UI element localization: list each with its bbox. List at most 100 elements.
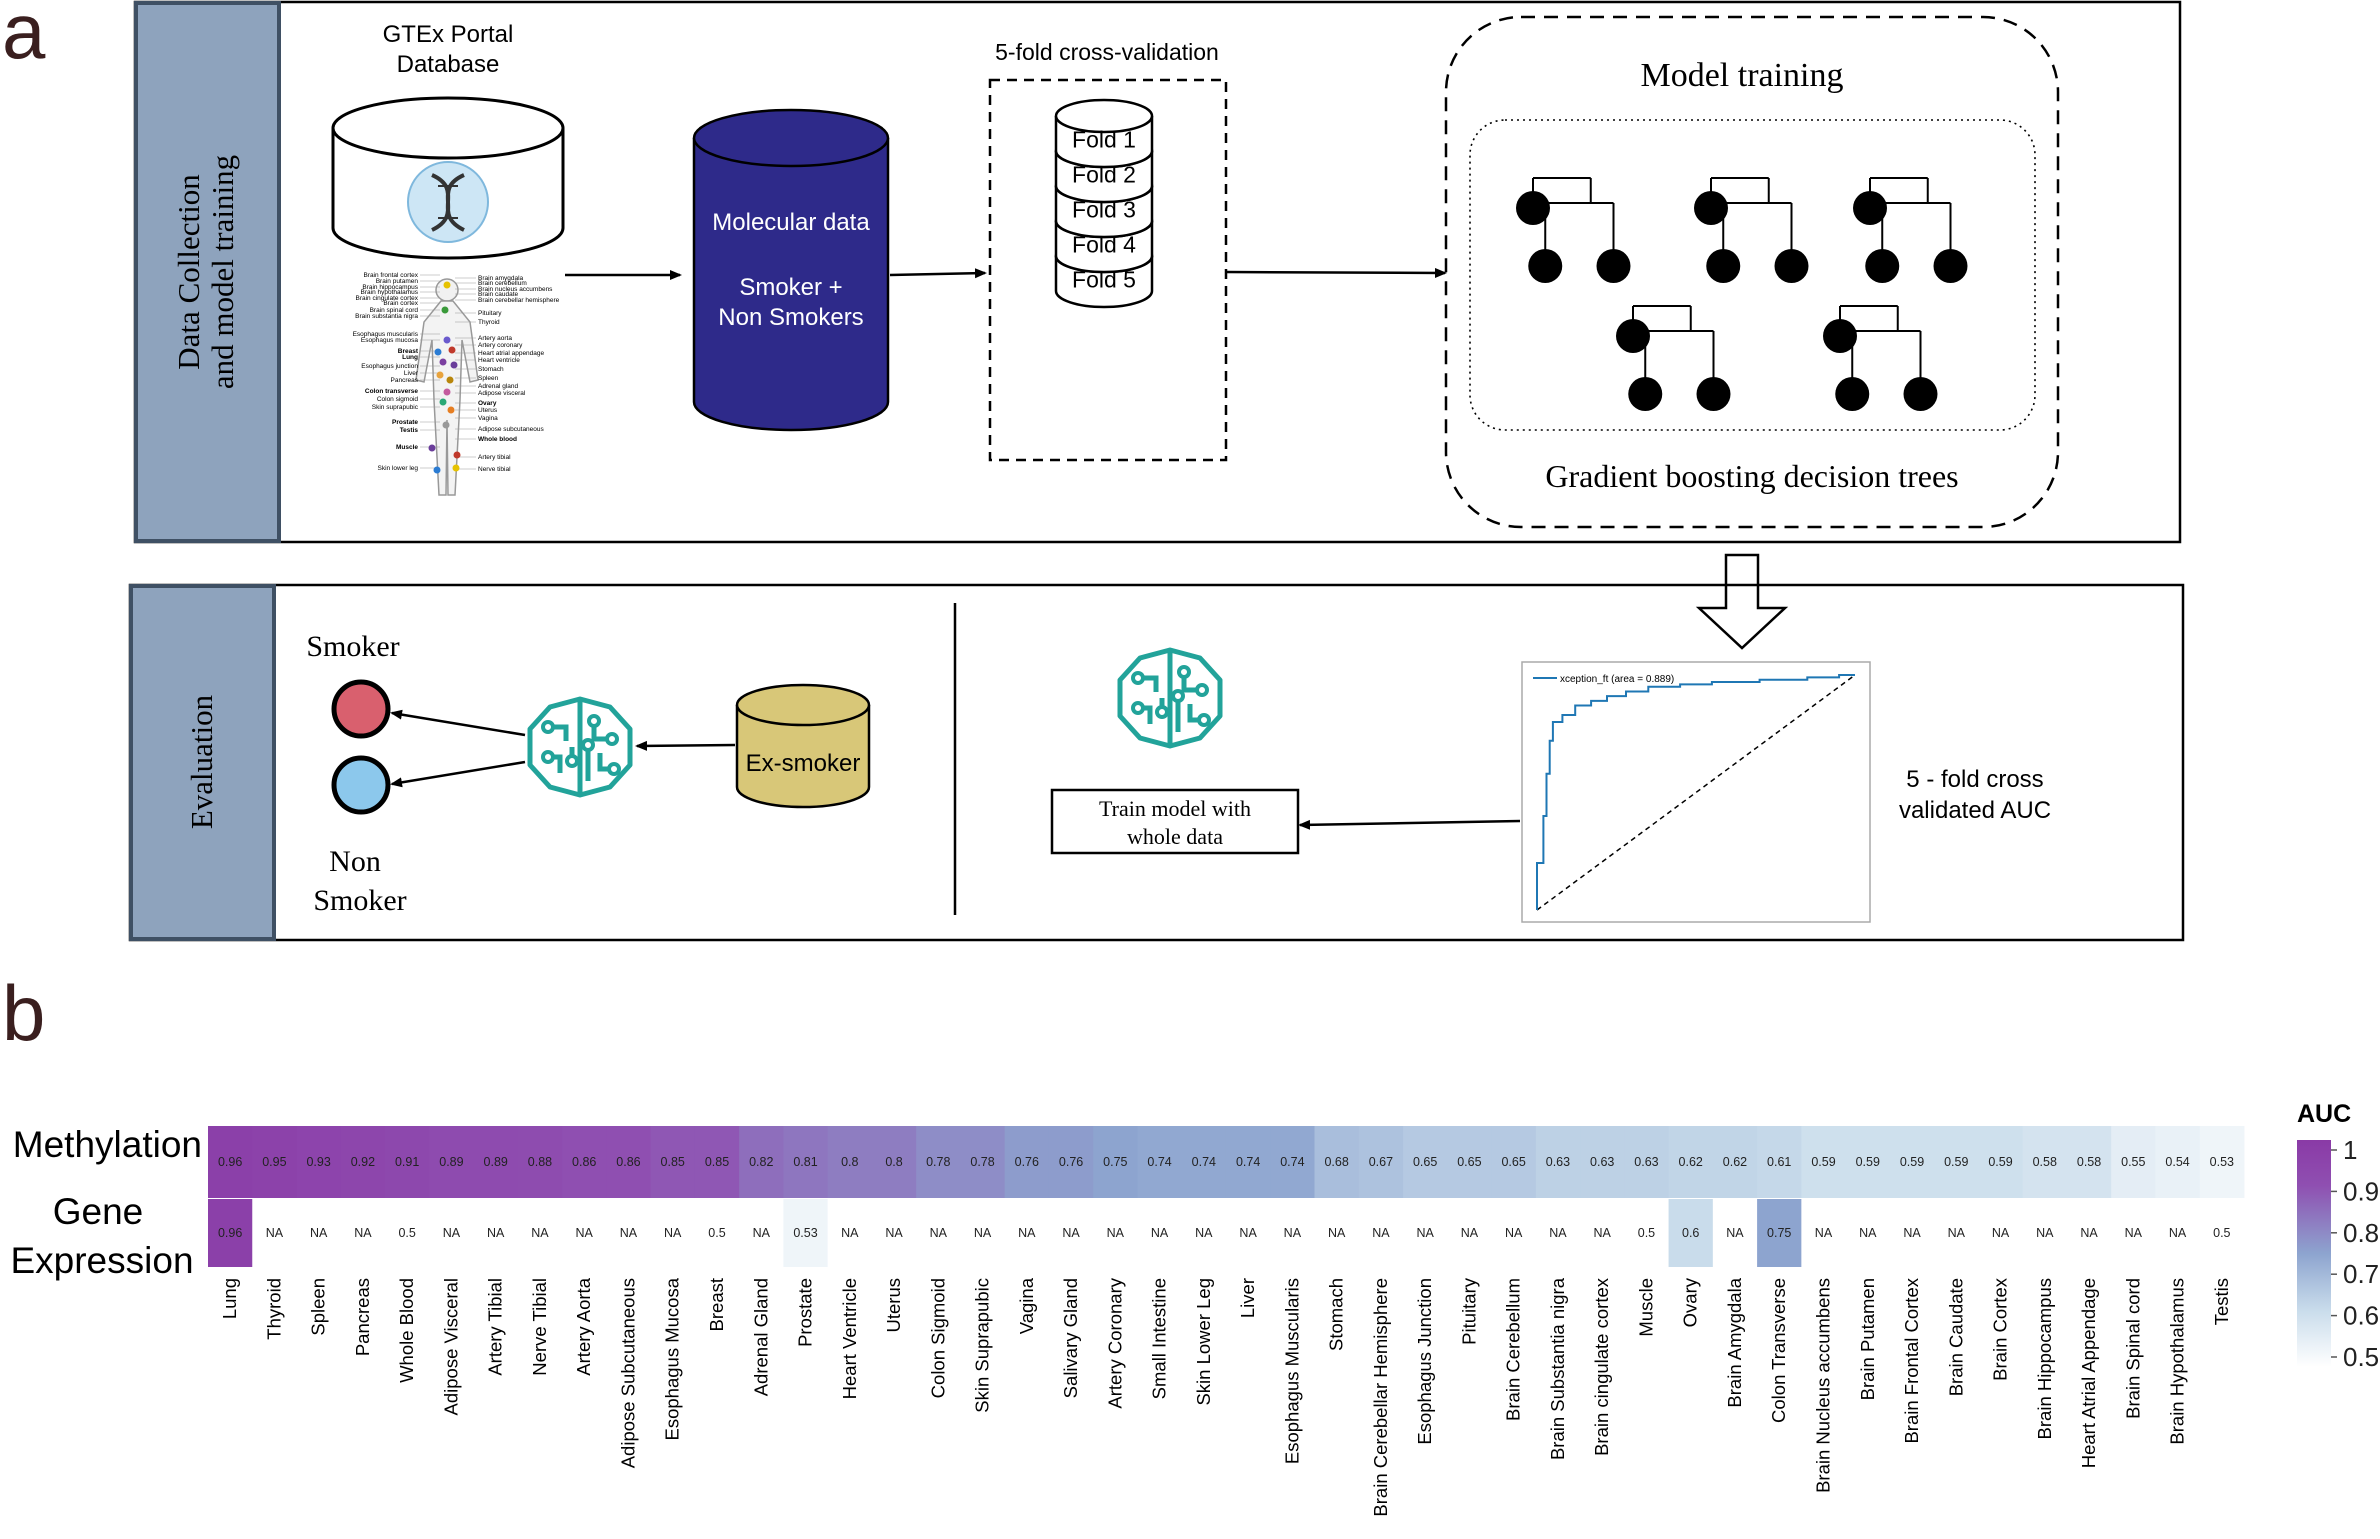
body-map-label: Prostate	[392, 419, 418, 426]
body-map-dot	[436, 371, 444, 379]
heatmap-x-label: Artery Coronary	[1104, 1277, 1125, 1408]
heatmap-cell	[827, 1126, 873, 1198]
heatmap-cell	[1889, 1126, 1935, 1198]
heatmap-cell-label: 0.5	[708, 1226, 725, 1240]
heatmap-cell	[2155, 1199, 2201, 1267]
heatmap-cell	[694, 1126, 740, 1198]
heatmap-x-label: Brain Putamen	[1857, 1278, 1878, 1400]
heatmap-cell-label: 0.63	[1546, 1155, 1570, 1169]
colorbar-title: AUC	[2297, 1100, 2351, 1128]
body-map-label: Colon transverse	[365, 388, 418, 395]
colorbar-tick-label: 0.6	[2343, 1301, 2379, 1331]
heatmap-cell	[1314, 1199, 1360, 1267]
roc-diagonal	[1536, 674, 1856, 911]
heatmap-cell-label: 0.5	[2213, 1226, 2230, 1240]
heatmap-cell-label: NA	[1903, 1226, 1921, 1240]
body-map-label: Lung	[402, 354, 418, 361]
model-training-box	[1444, 15, 2060, 529]
heatmap-x-label: Skin Suprapubic	[972, 1278, 993, 1413]
heatmap-cell	[1801, 1126, 1847, 1198]
heatmap-cell-label: NA	[753, 1226, 771, 1240]
body-map-label: Brain hippocampus	[362, 284, 418, 291]
heatmap-cell-label: NA	[1062, 1226, 1080, 1240]
body-map-label: Brain caudate	[478, 291, 518, 298]
body-map-dot	[441, 306, 449, 314]
heatmap-cell-label: NA	[1195, 1226, 1213, 1240]
heatmap-cell-label: NA	[2080, 1226, 2098, 1240]
heatmap-cell	[1978, 1199, 2024, 1267]
heatmap-x-label: Whole Blood	[396, 1278, 417, 1383]
heatmap-cell	[1225, 1126, 1271, 1198]
body-map-dot	[453, 451, 461, 459]
heatmap-cell	[694, 1199, 740, 1267]
heatmap-cell-label: NA	[2036, 1226, 2054, 1240]
heatmap-cell	[2066, 1126, 2112, 1198]
section2-label-panel	[129, 584, 276, 941]
heatmap-cell-label: 0.75	[1767, 1226, 1791, 1240]
body-map-label: Brain cortex	[383, 300, 418, 307]
row-label-methylation: Methylation	[13, 1124, 202, 1165]
heatmap-cell-label: 0.74	[1236, 1155, 1260, 1169]
heatmap-x-label: Colon Sigmoid	[927, 1278, 948, 1398]
heatmap-x-label: Breast	[706, 1278, 727, 1331]
body-map-dot	[452, 464, 460, 472]
heatmap-cell	[650, 1126, 696, 1198]
heatmap-x-label: Colon Transverse	[1768, 1278, 1789, 1423]
train-line2: whole data	[1127, 824, 1223, 849]
heatmap-cell	[1004, 1199, 1050, 1267]
molecular-line2: Smoker +	[739, 274, 842, 301]
heatmap-cell-label: 0.63	[1590, 1155, 1614, 1169]
heatmap-cell-label: 0.96	[218, 1155, 242, 1169]
heatmap-cell	[1757, 1126, 1802, 1198]
heatmap-x-label: Liver	[1237, 1278, 1258, 1318]
heatmap-cell-label: 0.58	[2033, 1155, 2057, 1169]
heatmap-cell	[2022, 1199, 2068, 1267]
heatmap-x-label: Spleen	[308, 1278, 329, 1336]
heatmap-cell	[1712, 1199, 1758, 1267]
ex-smoker-cylinder	[735, 683, 871, 809]
heatmap-cell-label: 0.68	[1324, 1155, 1348, 1169]
heatmap-x-label: Testis	[2211, 1278, 2232, 1325]
body-map-label: Skin suprapubic	[372, 404, 419, 411]
body-map-dot	[434, 348, 442, 356]
heatmap-cell	[429, 1126, 475, 1198]
heatmap-cell	[340, 1199, 386, 1267]
body-map-label: Brain putamen	[376, 278, 419, 285]
heatmap-x-label: Vagina	[1016, 1277, 1037, 1334]
roc-plot	[1536, 674, 1856, 911]
row-label-gene-line2: Expression	[10, 1240, 193, 1281]
body-map-dot	[433, 466, 441, 474]
heatmap-cell-label: 0.89	[439, 1155, 463, 1169]
heatmap-cell	[1358, 1199, 1404, 1267]
body-map-label: Adipose visceral	[478, 390, 526, 397]
heatmap-cell-label: NA	[1992, 1226, 2010, 1240]
heatmap-cell	[1580, 1199, 1625, 1267]
heatmap-cell	[871, 1199, 917, 1267]
body-map-label: Vagina	[478, 415, 498, 422]
heatmap-cell	[517, 1126, 563, 1198]
heatmap-cell	[1358, 1126, 1404, 1198]
heatmap-cell	[1004, 1126, 1050, 1198]
body-map-label: Heart atrial appendage	[478, 350, 545, 357]
heatmap-cell	[871, 1126, 917, 1198]
heatmap-x-label: Nerve Tibial	[529, 1278, 550, 1376]
heatmap-cell-label: NA	[487, 1226, 505, 1240]
body-map-dot	[448, 346, 456, 354]
heatmap-x-label: Stomach	[1326, 1278, 1347, 1351]
heatmap-x-label: Heart Atrial Appendage	[2078, 1278, 2099, 1468]
heatmap-cell-label: NA	[1461, 1226, 1479, 1240]
body-map-label: Whole blood	[478, 436, 517, 443]
heatmap-cell	[208, 1126, 253, 1198]
heatmap-cell	[1934, 1126, 1979, 1198]
heatmap-cell-label: 0.86	[572, 1155, 596, 1169]
heatmap-x-label: Brain Spinal cord	[2122, 1278, 2143, 1419]
heatmap-cell-label: 0.53	[793, 1226, 817, 1240]
heatmap-cell	[1580, 1126, 1625, 1198]
heatmap-cell-label: 0.92	[351, 1155, 375, 1169]
heatmap-cell-label: 0.65	[1413, 1155, 1437, 1169]
heatmap-x-label: Brain Cerebellum	[1503, 1278, 1524, 1421]
